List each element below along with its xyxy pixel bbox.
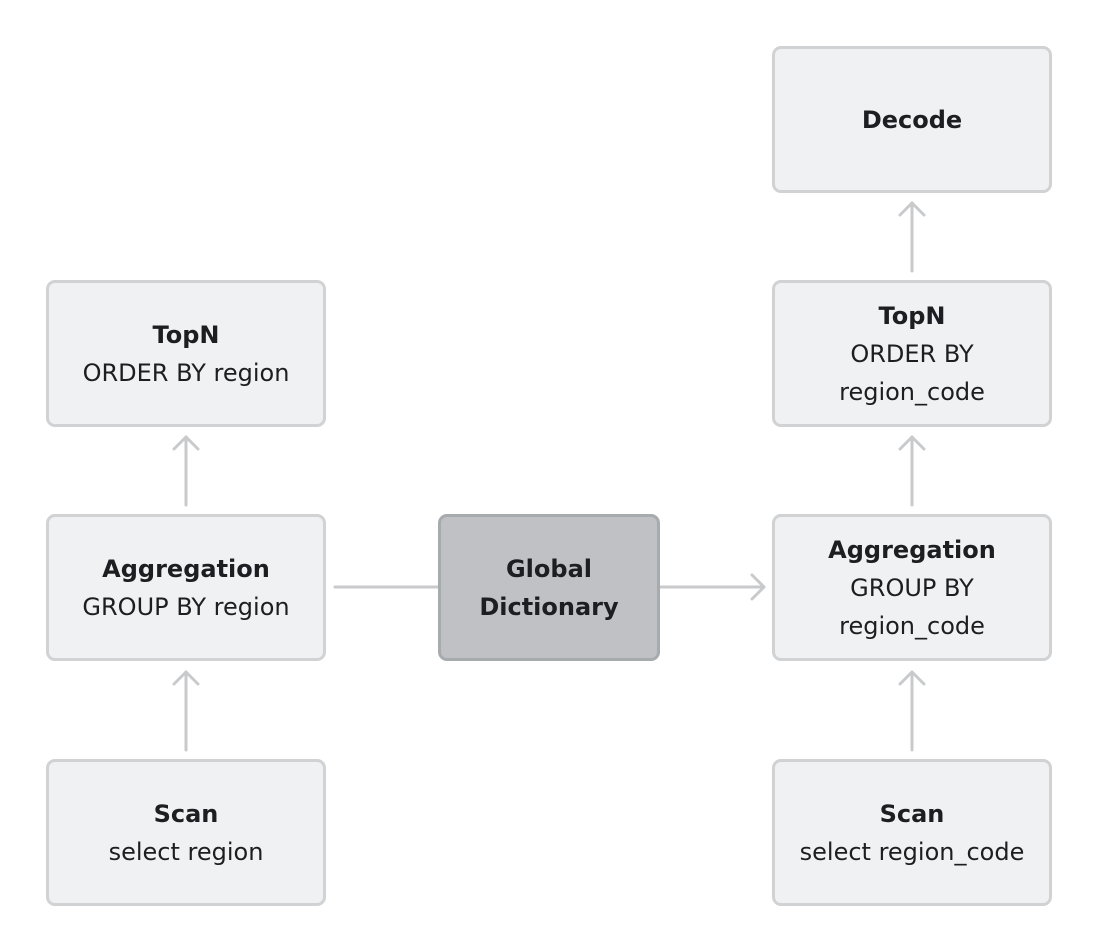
node-detail: GROUP BY region <box>82 592 290 621</box>
node-global-dictionary: Global Dictionary <box>438 514 660 661</box>
node-detail: ORDER BY region <box>82 358 290 387</box>
node-left-aggregation: Aggregation GROUP BY region <box>46 514 326 661</box>
node-detail-line-2: region_code <box>839 611 985 640</box>
edge-right-agg-to-topn <box>898 435 926 507</box>
node-right-topn: TopN ORDER BY region_code <box>772 280 1052 427</box>
node-title: Aggregation <box>102 554 270 583</box>
node-right-scan: Scan select region_code <box>772 759 1052 906</box>
node-title: TopN <box>878 301 946 330</box>
node-left-scan: Scan select region <box>46 759 326 906</box>
node-detail: select region_code <box>799 837 1025 866</box>
edge-right-topn-to-decode <box>898 201 926 273</box>
node-detail-line-1: GROUP BY <box>850 573 974 602</box>
edge-left-agg-to-topn <box>172 435 200 507</box>
node-detail-line-1: ORDER BY <box>850 339 974 368</box>
node-title: Scan <box>879 799 945 828</box>
edge-right-scan-to-agg <box>898 670 926 752</box>
edge-left-scan-to-agg <box>172 670 200 752</box>
node-detail: select region <box>108 837 264 866</box>
node-decode: Decode <box>772 46 1052 193</box>
node-detail-line-2: region_code <box>839 377 985 406</box>
node-title: Scan <box>153 799 219 828</box>
node-title-line-1: Global <box>505 554 592 583</box>
node-title: Aggregation <box>828 535 996 564</box>
node-title: TopN <box>152 320 220 349</box>
node-title-line-2: Dictionary <box>479 592 619 621</box>
node-title: Decode <box>861 105 963 134</box>
node-left-topn: TopN ORDER BY region <box>46 280 326 427</box>
node-right-aggregation: Aggregation GROUP BY region_code <box>772 514 1052 661</box>
edge-global-to-right-agg <box>658 573 766 601</box>
